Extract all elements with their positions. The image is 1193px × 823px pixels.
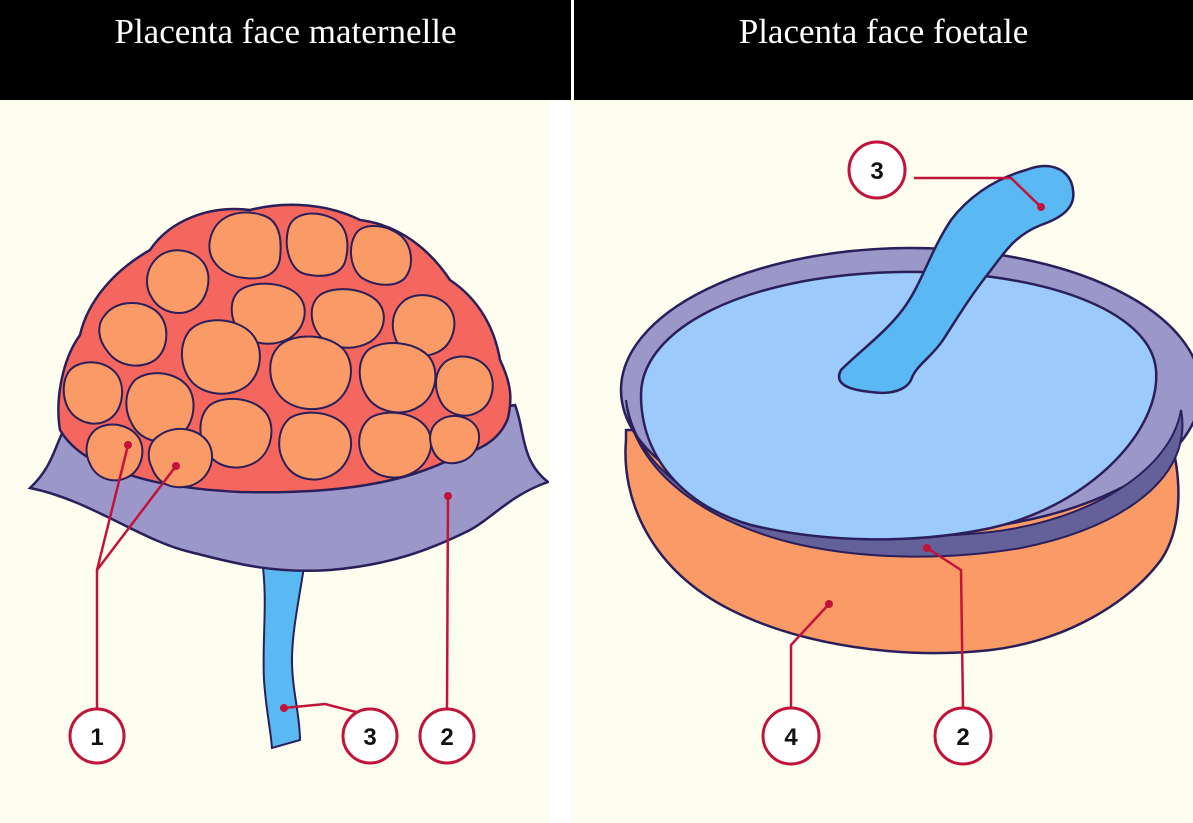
callout-label-1: 1: [90, 724, 103, 751]
maternal-face-title: Placenta face maternelle: [114, 12, 456, 52]
fetal-face-title: Placenta face foetale: [739, 12, 1029, 52]
fetal-callout-4: 4: [763, 708, 819, 764]
maternal-callout-3: 3: [343, 709, 397, 763]
callout-label-2: 2: [440, 724, 453, 751]
cotyledon: [360, 343, 436, 412]
cotyledon: [279, 413, 351, 480]
cotyledon: [182, 320, 260, 393]
maternal-face-heading: Placenta face maternelle: [0, 0, 571, 100]
leader-dot-4: [825, 600, 833, 608]
fetal-face-heading: Placenta face foetale: [574, 0, 1193, 100]
cotyledon: [87, 425, 143, 481]
callout-label-2: 2: [956, 724, 969, 751]
leader-dot-1a: [124, 441, 132, 449]
maternal-face-illustration: 1 3 2: [0, 100, 549, 823]
fetal-face-panel: 3 4 2: [571, 100, 1193, 823]
cotyledon: [430, 416, 479, 463]
cotyledon: [209, 212, 280, 278]
callout-label-3: 3: [363, 724, 376, 751]
callout-label-4: 4: [784, 724, 798, 751]
leader-line-2: [447, 496, 448, 708]
leader-dot-2: [444, 492, 452, 500]
cotyledon: [64, 362, 122, 423]
cotyledon: [270, 336, 351, 409]
cotyledon: [147, 250, 208, 313]
cotyledon: [436, 357, 493, 416]
leader-dot-2: [923, 544, 931, 552]
leader-dot-1b: [172, 462, 180, 470]
cotyledon: [359, 413, 431, 478]
fetal-face-illustration: 3 4 2: [571, 100, 1193, 823]
maternal-face-panel: 1 3 2: [0, 100, 549, 823]
fetal-callout-2: 2: [935, 708, 991, 764]
callout-label-3: 3: [870, 158, 883, 185]
maternal-callout-2: 2: [420, 709, 474, 763]
maternal-callout-1: 1: [70, 709, 124, 763]
leader-dot-3: [1037, 203, 1045, 211]
cotyledon: [149, 429, 212, 487]
leader-dot-3: [280, 704, 288, 712]
cotyledon: [287, 214, 348, 276]
fetal-callout-3: 3: [849, 142, 905, 198]
